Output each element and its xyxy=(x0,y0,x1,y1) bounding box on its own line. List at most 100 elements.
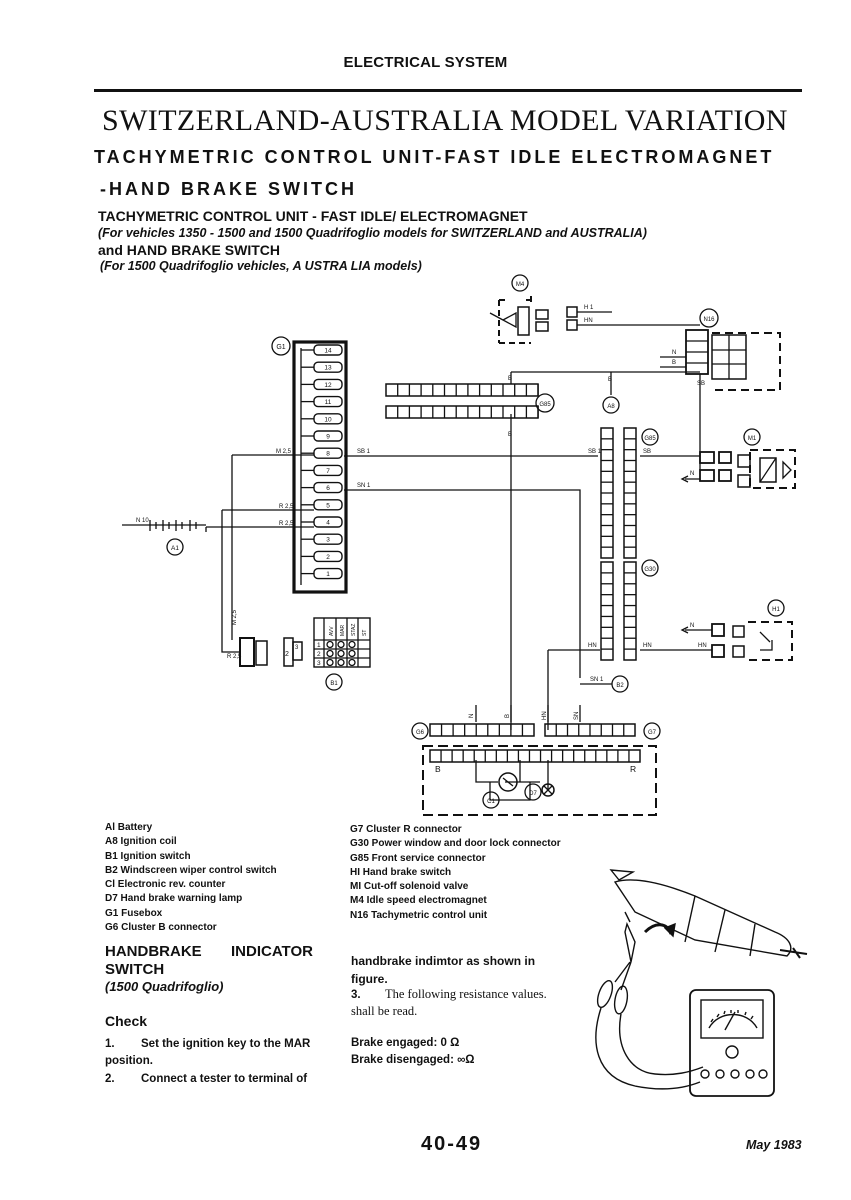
fuse-14: 14 xyxy=(301,344,343,356)
svg-text:2: 2 xyxy=(285,651,289,658)
svg-text:M1: M1 xyxy=(748,436,757,442)
svg-text:9: 9 xyxy=(326,434,330,441)
intro-heading1: TACHYMETRIC CONTROL UNIT - FAST IDLE/ EL… xyxy=(98,208,528,224)
handbrake-note: (1500 Quadrifoglio) xyxy=(105,979,224,994)
legend-item: B1 Ignition switch xyxy=(105,850,191,862)
svg-text:SB: SB xyxy=(697,381,705,387)
svg-text:N: N xyxy=(690,471,694,477)
handbrake-title-part3: SWITCH xyxy=(105,961,165,978)
svg-text:M 2,5: M 2,5 xyxy=(276,449,292,455)
g1-label: G1 xyxy=(276,344,285,351)
svg-text:B: B xyxy=(508,432,512,438)
step-3-text2: shall be read. xyxy=(351,1004,418,1018)
svg-text:HN: HN xyxy=(643,643,652,649)
g1-circle xyxy=(271,336,291,356)
svg-text:G30: G30 xyxy=(644,567,656,573)
handbrake-title-part1: HANDBRAKE xyxy=(105,943,202,960)
svg-text:B2: B2 xyxy=(616,683,624,689)
switch-probe xyxy=(624,911,636,963)
fuse-13: 13 xyxy=(301,361,343,373)
svg-text:STAZ: STAZ xyxy=(351,624,357,636)
step-1-text-cont: position. xyxy=(105,1055,153,1067)
svg-text:SB 1: SB 1 xyxy=(357,449,371,455)
fuse-4: 4 xyxy=(301,516,343,528)
legend-item: Cl Electronic rev. counter xyxy=(105,879,226,891)
m4-housing xyxy=(498,299,531,344)
battery-cells xyxy=(149,520,197,531)
fuse-1: 1 xyxy=(301,567,343,580)
svg-text:G6: G6 xyxy=(416,730,425,736)
legend-item: D7 Hand brake warning lamp xyxy=(105,893,243,905)
svg-text:G7: G7 xyxy=(648,730,657,736)
svg-text:H 1: H 1 xyxy=(584,305,594,311)
svg-text:HN: HN xyxy=(698,643,707,649)
svg-text:R: R xyxy=(630,764,636,774)
svg-text:N16: N16 xyxy=(703,317,715,323)
svg-text:B: B xyxy=(435,764,441,774)
svg-text:A1: A1 xyxy=(171,545,179,552)
brake-engaged: Brake engaged: 0 Ω xyxy=(351,1037,460,1049)
legend-item: G85 Front service connector xyxy=(350,852,486,864)
g30-connectors xyxy=(600,427,637,661)
svg-text:11: 11 xyxy=(325,399,332,406)
svg-text:SB 1: SB 1 xyxy=(588,449,602,455)
brake-disengaged: Brake disengaged: ∞Ω xyxy=(351,1054,475,1066)
fuse-2: 2 xyxy=(301,550,343,563)
instrument-cluster xyxy=(429,723,641,763)
svg-text:1: 1 xyxy=(326,571,330,578)
legend-item: N16 Tachymetric control unit xyxy=(350,909,488,921)
a8-circle xyxy=(602,396,620,414)
intro-note1: (For vehicles 1350 - 1500 and 1500 Quadr… xyxy=(98,226,647,240)
test-lead-1 xyxy=(595,1007,701,1090)
svg-text:HN: HN xyxy=(542,711,548,720)
fuse-12: 12 xyxy=(301,378,343,391)
fuse-3: 3 xyxy=(301,533,343,545)
legend-left: Al Battery A8 Ignition coil B1 Ignition … xyxy=(105,821,277,935)
subtitle-line1: TACHYMETRIC CONTROL UNIT-FAST IDLE ELECT… xyxy=(94,147,775,167)
svg-text:R 2,5: R 2,5 xyxy=(227,654,242,660)
svg-text:N: N xyxy=(469,714,475,718)
svg-text:12: 12 xyxy=(324,382,332,389)
fuse-5: 5 xyxy=(301,499,343,511)
legend-item: HI Hand brake switch xyxy=(350,866,452,878)
legend-item: G30 Power window and door lock connector xyxy=(350,838,561,850)
svg-text:SN 1: SN 1 xyxy=(590,677,604,683)
svg-text:3: 3 xyxy=(317,660,321,667)
svg-text:B: B xyxy=(505,714,511,718)
svg-text:HN: HN xyxy=(588,643,597,649)
svg-text:AVV: AVV xyxy=(329,626,335,636)
page-date: May 1983 xyxy=(746,1138,802,1152)
multimeter-body xyxy=(689,989,775,1097)
svg-text:B: B xyxy=(508,376,512,382)
svg-text:SB: SB xyxy=(643,449,651,455)
svg-text:8: 8 xyxy=(326,451,330,458)
check-heading: Check xyxy=(105,1013,148,1029)
svg-text:M4: M4 xyxy=(516,282,525,288)
handbrake-title-part2: INDICATOR xyxy=(231,943,313,960)
svg-text:G85: G85 xyxy=(539,402,551,408)
svg-text:R 2,5: R 2,5 xyxy=(279,504,294,510)
svg-text:B: B xyxy=(672,360,676,366)
svg-text:2: 2 xyxy=(317,651,321,658)
fusebox-frame xyxy=(292,340,348,594)
section-header: ELECTRICAL SYSTEM xyxy=(343,54,508,71)
fuse-9: 9 xyxy=(301,430,343,442)
intro-heading2: and HAND BRAKE SWITCH xyxy=(98,242,280,258)
svg-text:10: 10 xyxy=(324,416,332,423)
multimeter-dial xyxy=(700,999,764,1039)
svg-text:R 2,5: R 2,5 xyxy=(279,521,294,527)
legend-item: G6 Cluster B connector xyxy=(105,922,217,934)
svg-text:13: 13 xyxy=(324,365,332,372)
fuse-6: 6 xyxy=(301,481,343,494)
step-2-num: 2. xyxy=(105,1073,115,1085)
legend-item: B2 Windscreen wiper control switch xyxy=(105,864,277,876)
handbrake-lever xyxy=(613,879,792,957)
step-3-text: The following resistance values. xyxy=(385,987,547,1001)
svg-text:A8: A8 xyxy=(607,404,615,410)
svg-text:1: 1 xyxy=(317,642,321,649)
legend-item: Al Battery xyxy=(105,822,153,833)
svg-text:N: N xyxy=(690,623,694,629)
